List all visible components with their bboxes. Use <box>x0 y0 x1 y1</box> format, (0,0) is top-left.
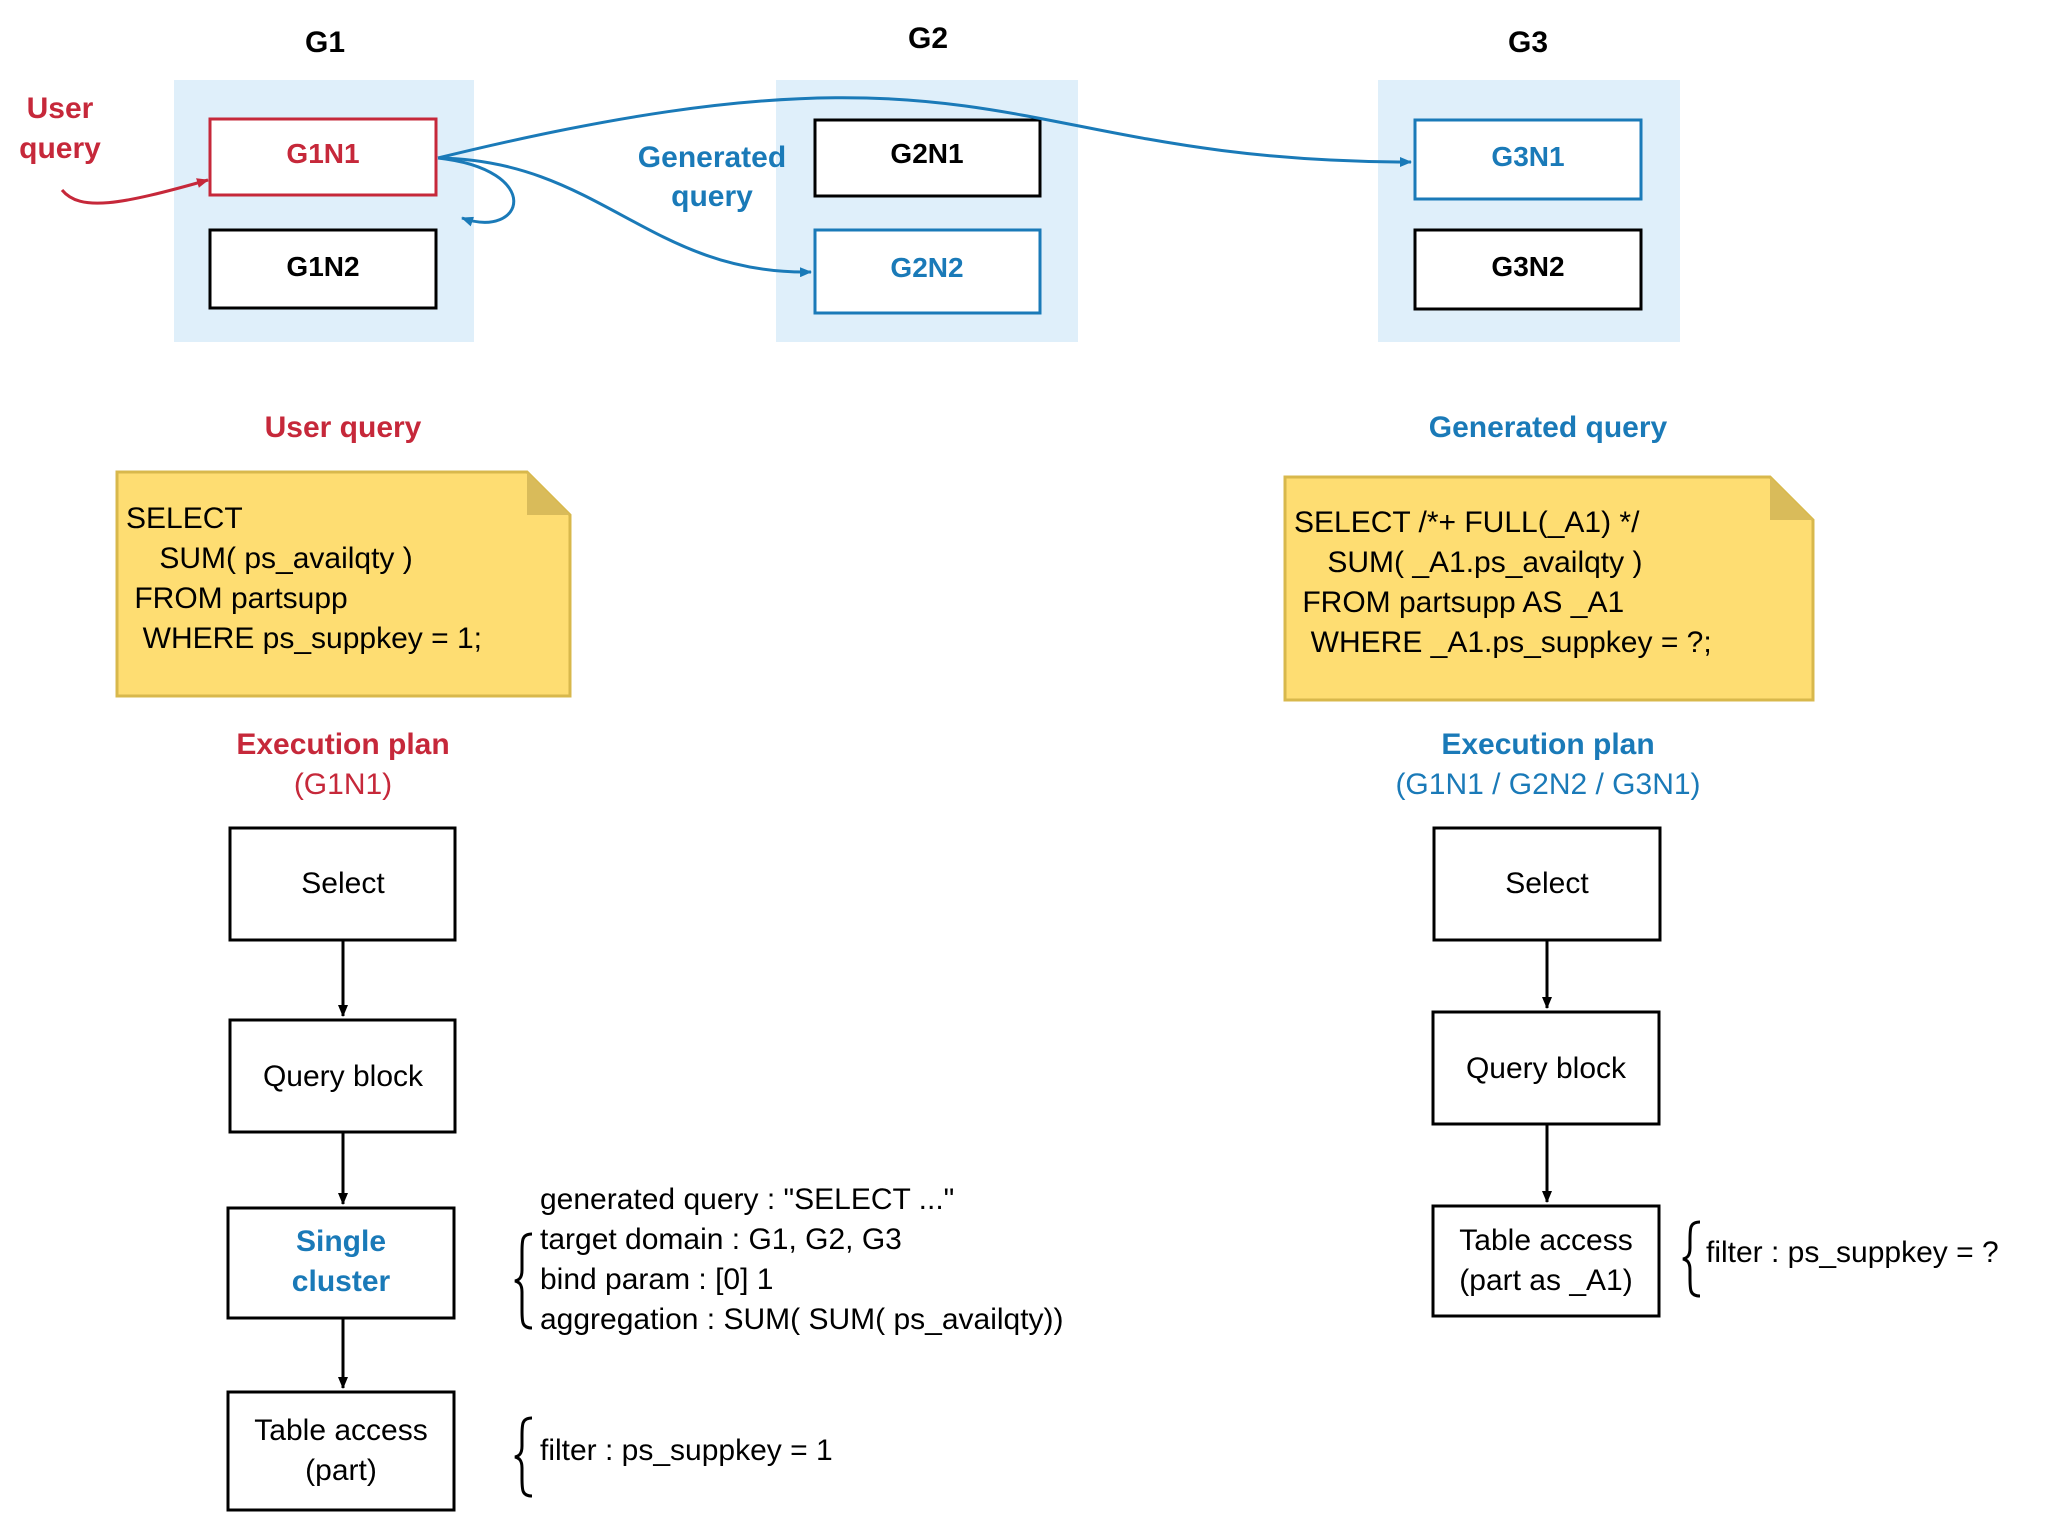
note-fold <box>527 472 570 515</box>
group-label: G1 <box>305 26 345 59</box>
sql-line: FROM partsupp <box>126 582 348 615</box>
node-label: G2N2 <box>890 252 963 283</box>
side-label-line: query <box>19 132 101 165</box>
sql-line: SELECT <box>126 502 243 535</box>
node-box <box>1413 118 1643 201</box>
sql-line: SUM( _A1.ps_availqty ) <box>1294 546 1642 579</box>
filter-text: filter : ps_suppkey = ? <box>1706 1236 1999 1269</box>
node-g1n2: G1N2 <box>208 228 438 310</box>
node-g3n2: G3N2 <box>1413 228 1643 311</box>
sql-line: SUM( ps_availqty ) <box>126 542 413 575</box>
sql-line: WHERE _A1.ps_suppkey = ?; <box>1294 626 1712 659</box>
left-plan-query-block-node: Query block <box>228 1018 457 1134</box>
node-label: G1N1 <box>286 138 359 169</box>
plan-node-box <box>226 1390 456 1512</box>
node-g1n1: G1N1 <box>208 117 438 197</box>
left-plan-select-node: Select <box>228 826 457 942</box>
node-g3n1: G3N1 <box>1413 118 1643 201</box>
left-plan-table-access-node: Table access (part) <box>226 1390 456 1512</box>
node-g2n2: G2N2 <box>813 228 1042 315</box>
group-g1: G1 G1N1 G1N2 <box>174 26 474 342</box>
sql-line: FROM partsupp AS _A1 <box>1294 586 1624 619</box>
plan-node-label: Table access <box>254 1414 427 1447</box>
right-plan-subtitle: (G1N1 / G2N2 / G3N1) <box>1395 768 1700 801</box>
generated-query-side-label: Generated query <box>638 141 786 213</box>
group-g3: G3 G3N1 G3N2 <box>1378 26 1680 342</box>
node-box <box>1413 228 1643 311</box>
plan-node-label: Select <box>1505 867 1589 900</box>
detail-line: bind param : [0] 1 <box>540 1263 773 1296</box>
detail-line: target domain : G1, G2, G3 <box>540 1223 902 1256</box>
right-plan-table-access-node: Table access (part as _A1) <box>1431 1204 1661 1318</box>
plan-node-label: cluster <box>292 1265 391 1298</box>
user-query-side-label: User query <box>19 92 101 165</box>
side-label-line: Generated <box>638 141 786 174</box>
detail-line: aggregation : SUM( SUM( ps_availqty)) <box>540 1303 1064 1336</box>
detail-line: generated query : "SELECT ..." <box>540 1183 954 1216</box>
sql-line: SELECT /*+ FULL(_A1) */ <box>1294 506 1640 539</box>
plan-node-box <box>228 1018 457 1134</box>
node-label: G2N1 <box>890 138 963 169</box>
arrow-to-g3n1 <box>437 96 1412 167</box>
note-fold <box>1770 477 1813 520</box>
left-plan-title: Execution plan <box>236 728 449 761</box>
user-query-arrow <box>60 178 209 205</box>
filter-text: filter : ps_suppkey = 1 <box>540 1434 833 1467</box>
left-table-filter: filter : ps_suppkey = 1 <box>514 1416 833 1498</box>
plan-node-box <box>226 1206 456 1320</box>
plan-node-box <box>1432 826 1662 942</box>
node-g2n1: G2N1 <box>813 118 1042 198</box>
plan-node-label: (part as _A1) <box>1459 1264 1632 1297</box>
generated-query-note: SELECT /*+ FULL(_A1) */ SUM( _A1.ps_avai… <box>1283 475 1815 702</box>
plan-node-label: Select <box>301 867 385 900</box>
group-label: G3 <box>1508 26 1548 59</box>
group-g2: G2 G2N1 G2N2 <box>776 22 1078 342</box>
self-loop-arrow <box>437 156 516 227</box>
node-box <box>208 228 438 310</box>
note-shape <box>115 470 572 698</box>
right-panel-heading: Generated query <box>1429 411 1668 444</box>
node-label: G3N1 <box>1491 141 1564 172</box>
node-box <box>208 117 438 197</box>
side-label-line: query <box>671 180 753 213</box>
node-box <box>813 118 1042 198</box>
left-panel-heading: User query <box>265 411 422 444</box>
group-label: G2 <box>908 22 948 55</box>
node-label: G1N2 <box>286 251 359 282</box>
plan-node-label: Single <box>296 1225 386 1258</box>
right-plan-select-node: Select <box>1432 826 1662 942</box>
plan-node-label: Table access <box>1459 1224 1632 1257</box>
curly-brace <box>1682 1220 1701 1298</box>
note-shape <box>1283 475 1815 702</box>
arrow-to-g2n2 <box>437 156 812 278</box>
plan-node-box <box>1431 1204 1661 1318</box>
curly-brace <box>514 1416 533 1498</box>
plan-node-label: Query block <box>1466 1052 1627 1085</box>
right-plan-query-block-node: Query block <box>1431 1010 1661 1126</box>
sql-line: WHERE ps_suppkey = 1; <box>126 622 482 655</box>
right-table-filter: filter : ps_suppkey = ? <box>1682 1220 1999 1298</box>
side-label-line: User <box>27 92 94 125</box>
node-box <box>813 228 1042 315</box>
plan-node-label: (part) <box>305 1454 377 1487</box>
curly-brace <box>514 1232 533 1330</box>
left-plan-subtitle: (G1N1) <box>294 768 392 801</box>
node-label: G3N2 <box>1491 251 1564 282</box>
right-plan-title: Execution plan <box>1441 728 1654 761</box>
user-query-note: SELECT SUM( ps_availqty ) FROM partsupp … <box>115 470 572 698</box>
cluster-details: generated query : "SELECT ..." target do… <box>514 1183 1064 1336</box>
left-plan-single-cluster-node: Single cluster <box>226 1206 456 1320</box>
plan-node-label: Query block <box>263 1060 424 1093</box>
